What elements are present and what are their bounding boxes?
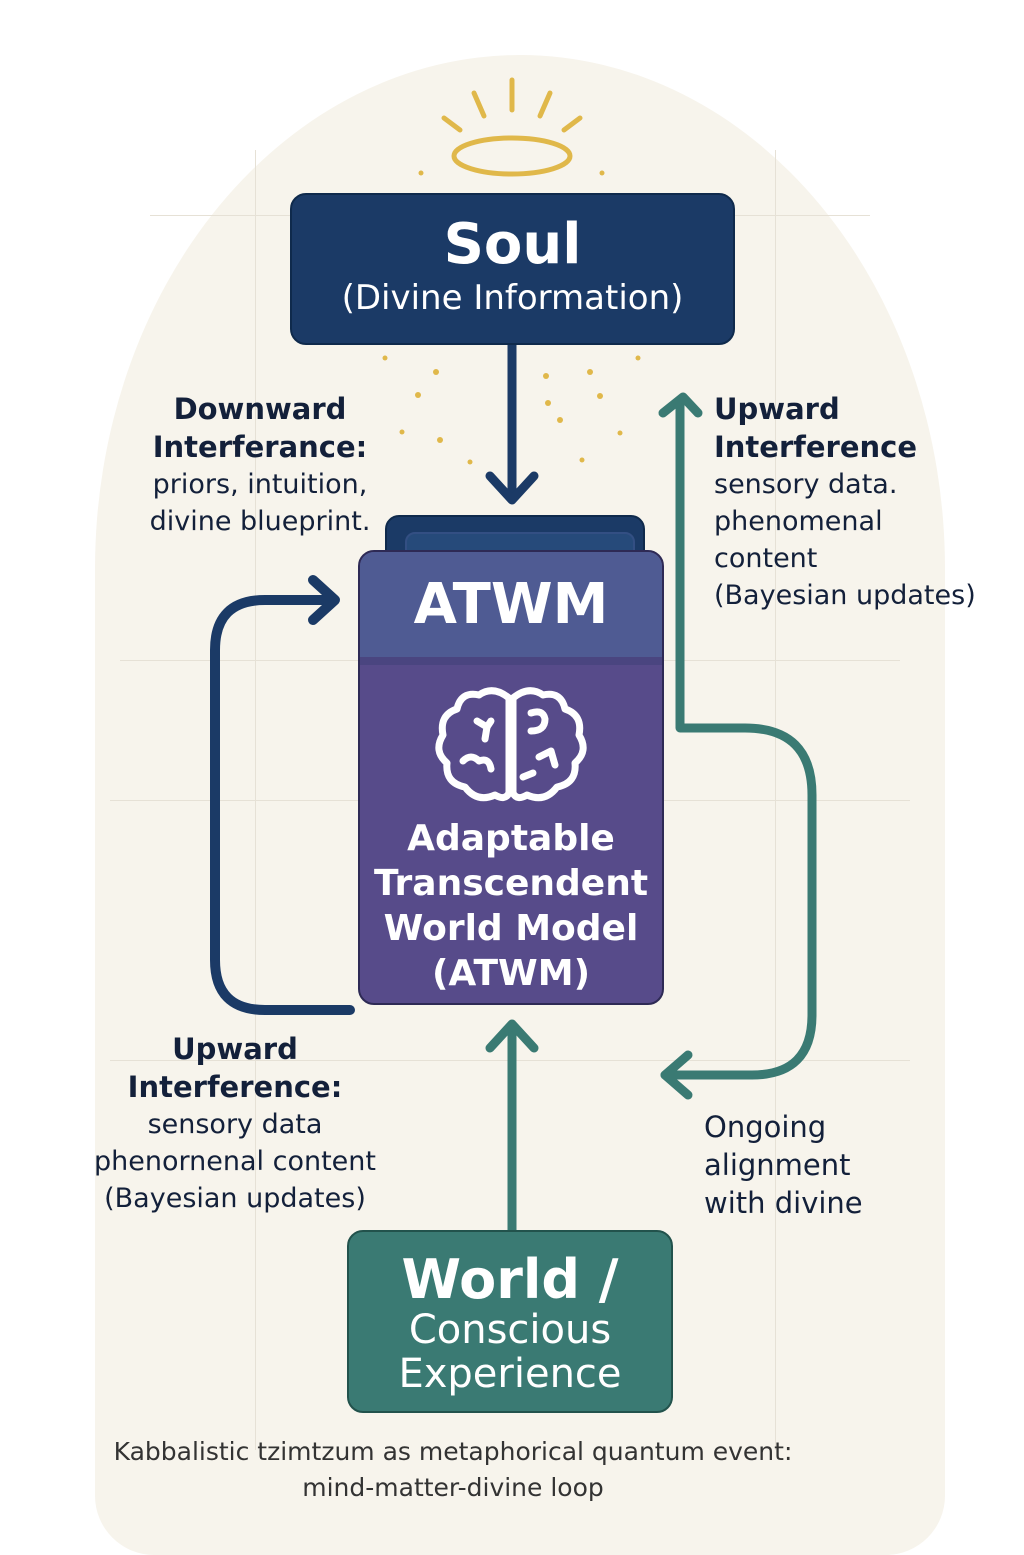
label-body: divine blueprint. <box>149 506 371 537</box>
label-body: content <box>714 543 818 574</box>
label-body: (Bayesian updates) <box>714 580 976 611</box>
downward-arrow <box>485 340 539 505</box>
world-box: World / Conscious Experience <box>347 1230 673 1413</box>
atwm-title: ATWM <box>413 572 609 637</box>
atwm-description: Adaptable Transcendent World Model (ATWM… <box>360 816 662 996</box>
atwm-header: ATWM <box>360 552 662 665</box>
label-head: Upward <box>172 1032 298 1066</box>
world-upward-arrow <box>485 1019 539 1235</box>
label-head: Upward <box>714 392 840 426</box>
soul-title: Soul <box>443 212 582 277</box>
label-body: with divine <box>704 1186 863 1220</box>
atwm-desc-line: (ATWM) <box>431 953 591 994</box>
halo-icon <box>441 77 583 177</box>
label-head: Interferance: <box>152 430 368 464</box>
right-upward-arrow <box>658 392 817 1100</box>
downward-interference-label: Downward Interferance: priors, intuition… <box>140 390 380 540</box>
label-head: Downward <box>173 392 347 426</box>
label-body: (Bayesian updates) <box>104 1183 366 1214</box>
label-body: sensory data. <box>714 469 898 500</box>
caption-line: mind-matter-divine loop <box>302 1473 604 1502</box>
soul-subtitle: (Divine Information) <box>341 278 684 318</box>
atwm-desc-line: Adaptable <box>407 818 615 859</box>
world-title: World / <box>401 1248 619 1311</box>
world-subtitle-line: Conscious <box>408 1307 612 1353</box>
label-body: phenomenal <box>714 506 883 537</box>
world-subtitle-line: Experience <box>398 1351 622 1397</box>
soul-box: Soul (Divine Information) <box>290 193 735 345</box>
atwm-box: ATWM Adaptable Transcendent World Model … <box>358 550 664 1005</box>
label-head: Interference: <box>127 1070 343 1104</box>
brain-icon <box>435 687 587 802</box>
label-body: Ongoing <box>704 1110 827 1144</box>
sparkle-dots <box>382 170 641 465</box>
ongoing-alignment-label: Ongoing alignment with divine <box>704 1108 924 1222</box>
caption-line: Kabbalistic tzimtzum as metaphorical qua… <box>113 1437 793 1466</box>
label-body: alignment <box>704 1148 851 1182</box>
atwm-desc-line: Transcendent <box>373 863 649 904</box>
upward-interference-left-label: Upward Interference: sensory data phenor… <box>85 1030 385 1217</box>
label-body: sensory data <box>147 1109 323 1140</box>
atwm-desc-line: World Model <box>383 908 639 949</box>
label-body: priors, intuition, <box>152 469 368 500</box>
upward-interference-right-label: Upward Interference sensory data. phenom… <box>714 390 1014 614</box>
caption: Kabbalistic tzimtzum as metaphorical qua… <box>0 1434 906 1506</box>
label-head: Interference <box>714 430 918 464</box>
left-feedback-arrow <box>210 575 355 1015</box>
label-body: phenornenal content <box>94 1146 376 1177</box>
